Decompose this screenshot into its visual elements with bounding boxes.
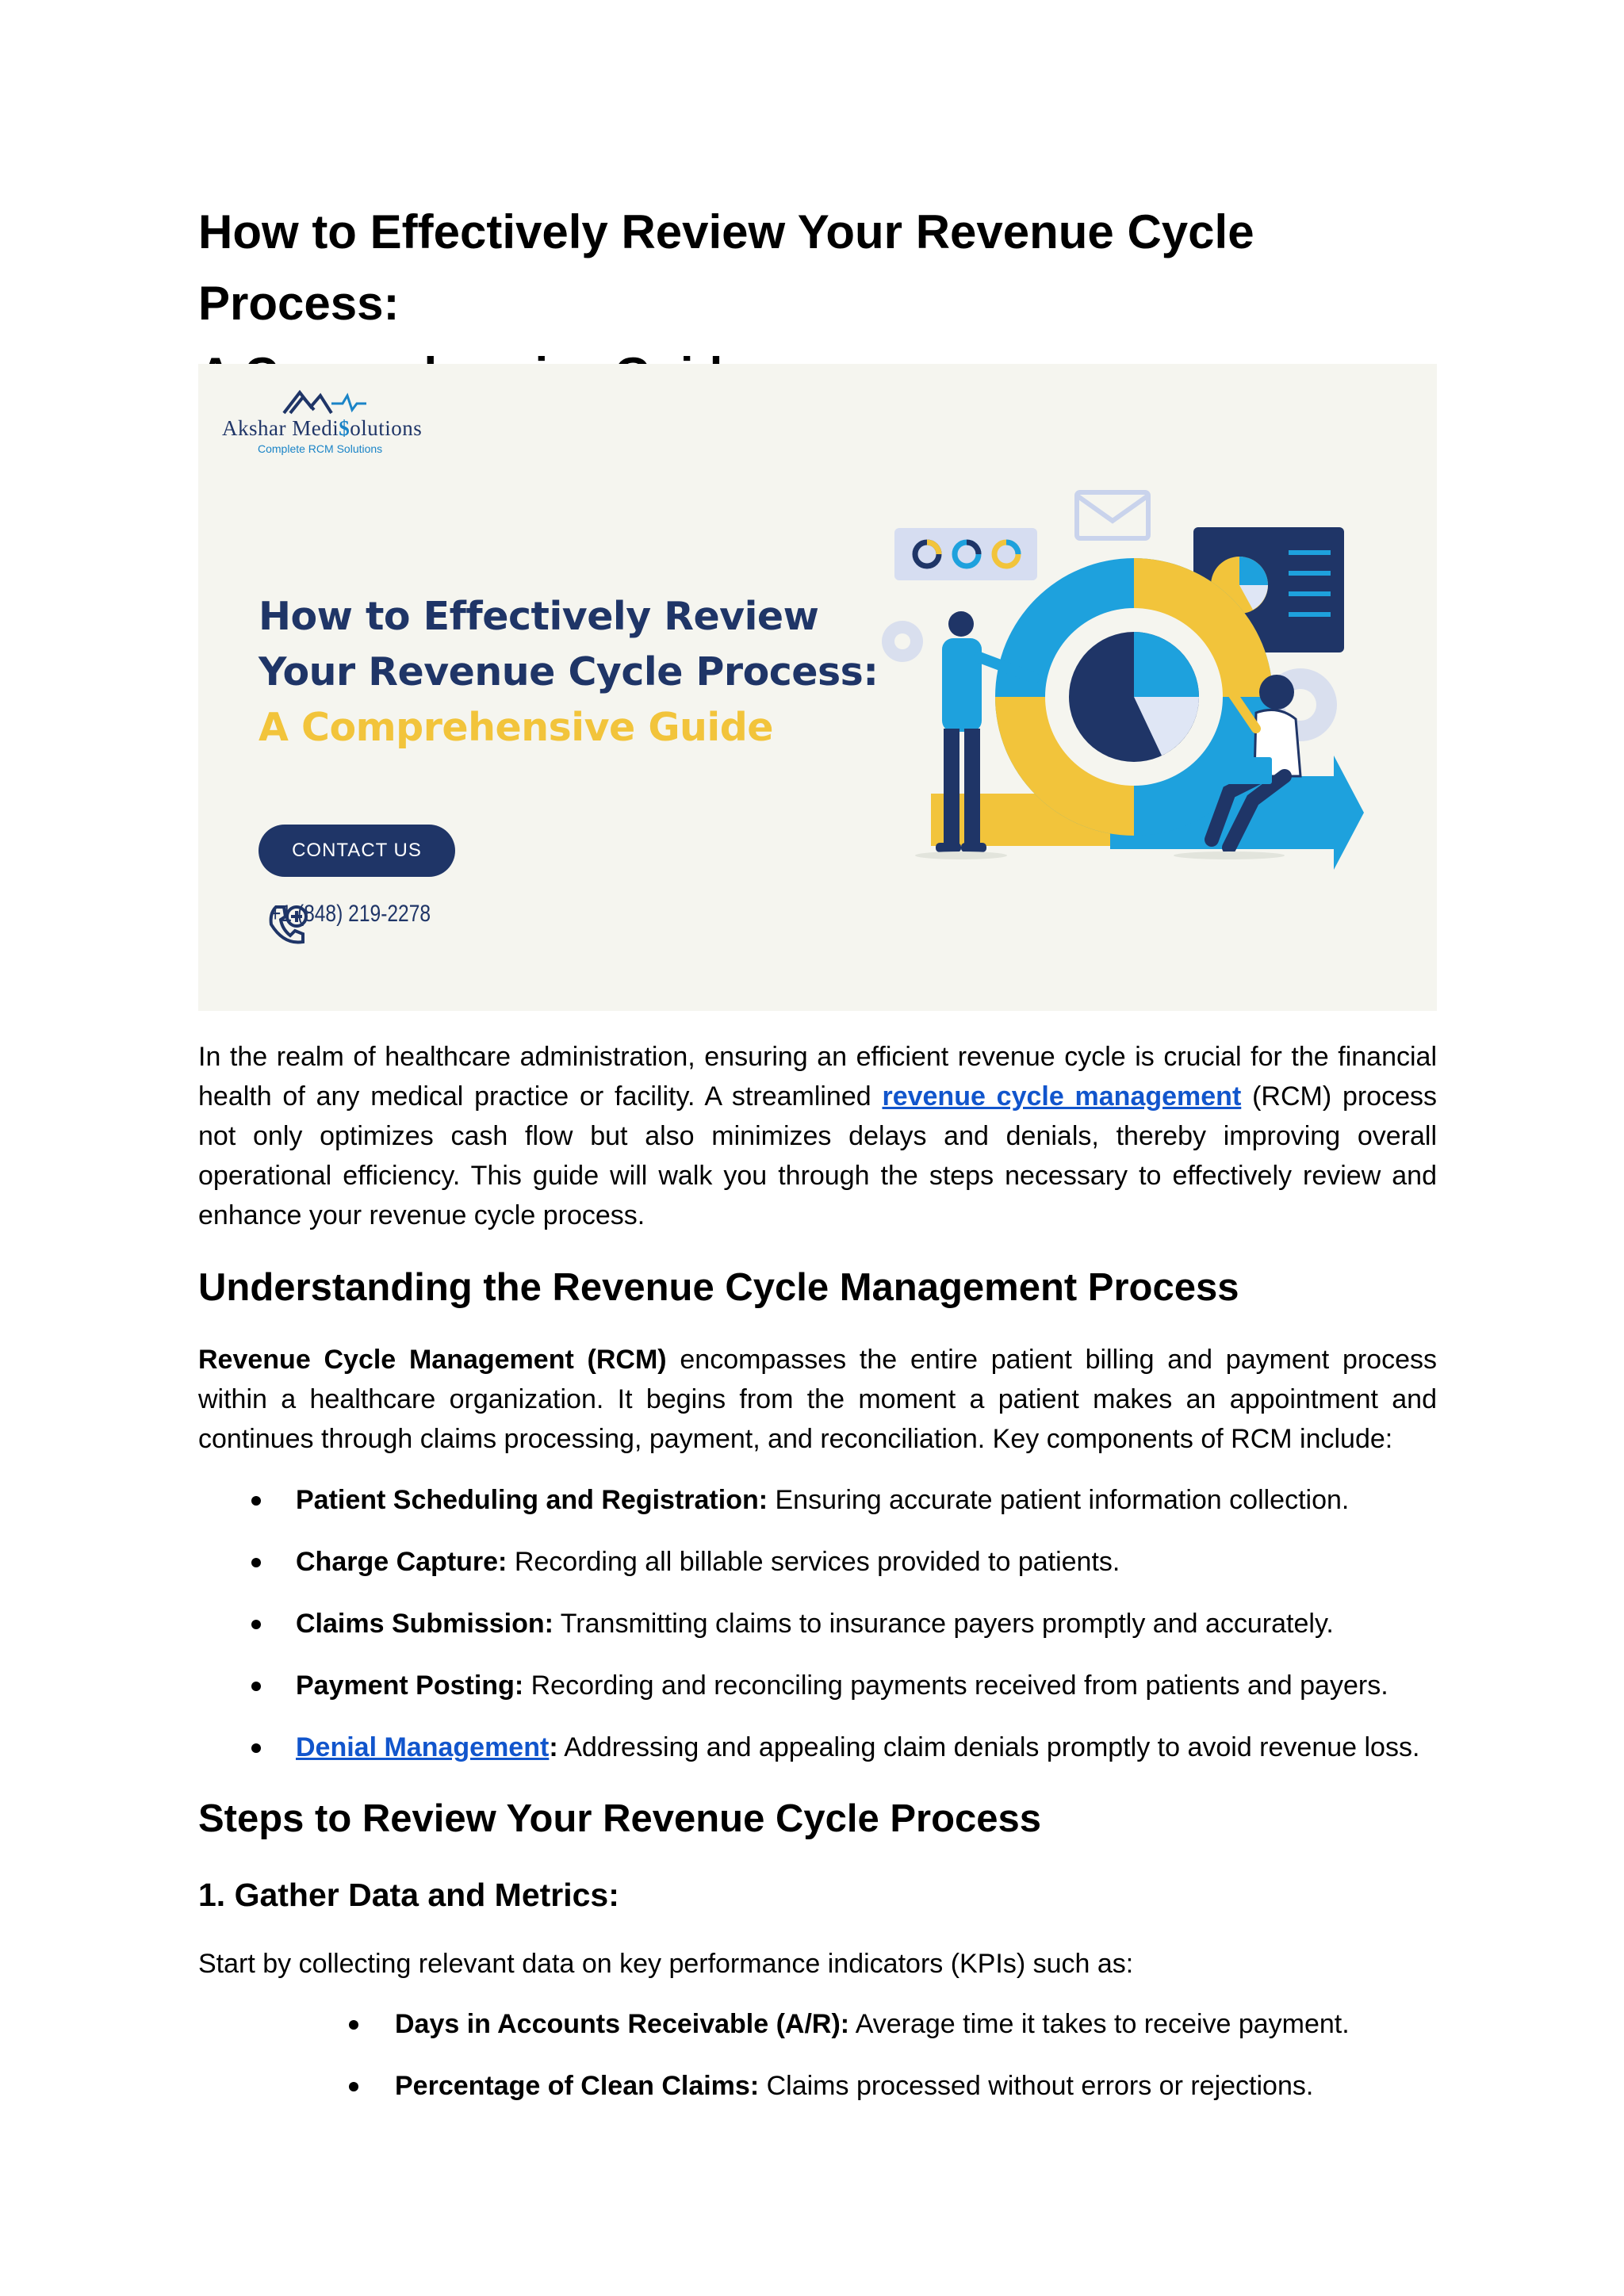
intro-paragraph: In the realm of healthcare administratio… xyxy=(198,1042,1437,1230)
logo-tagline: Complete RCM Solutions xyxy=(258,442,383,455)
banner-heading-line-3: A Comprehensive Guide xyxy=(259,705,774,750)
title-line-1: How to Effectively Review Your Revenue C… xyxy=(198,205,1254,330)
company-logo: Akshar Medi$olutions Complete RCM Soluti… xyxy=(222,416,422,455)
list-item: Percentage of Clean Claims: Claims proce… xyxy=(198,2066,1437,2128)
section-heading-understanding: Understanding the Revenue Cycle Manageme… xyxy=(198,1266,1239,1309)
banner-heading: How to Effectively Review Your Revenue C… xyxy=(259,589,879,756)
phone-number: +1 (848) 219-2278 xyxy=(270,901,431,927)
list-item: Charge Capture: Recording all billable s… xyxy=(198,1542,1437,1604)
logo-name: Akshar Medi$olutions xyxy=(222,416,423,440)
banner-heading-line-2: Your Revenue Cycle Process: xyxy=(259,649,879,695)
banner-heading-line-1: How to Effectively Review xyxy=(259,594,819,639)
envelope-icon xyxy=(1074,490,1151,541)
man-figure xyxy=(936,611,1040,852)
kpi-list: Days in Accounts Receivable (A/R): Avera… xyxy=(198,2004,1437,2128)
list-item: Days in Accounts Receivable (A/R): Avera… xyxy=(198,2004,1437,2066)
step-1-intro: Start by collecting relevant data on key… xyxy=(198,1949,1134,1979)
phone-contact[interactable]: +1 (848) 219-2278 xyxy=(265,901,466,944)
donut-chart-graphic xyxy=(995,558,1273,836)
hero-banner-image: Akshar Medi$olutions Complete RCM Soluti… xyxy=(198,364,1437,1011)
list-item: Patient Scheduling and Registration: Ens… xyxy=(198,1480,1437,1542)
logo-mark-icon xyxy=(282,389,366,415)
revenue-cycle-management-link[interactable]: revenue cycle management xyxy=(882,1081,1242,1112)
list-item: Claims Submission: Transmitting claims t… xyxy=(198,1604,1437,1666)
contact-us-button[interactable]: CONTACT US xyxy=(259,825,455,877)
step-1-heading: 1. Gather Data and Metrics: xyxy=(198,1877,619,1913)
section-heading-steps: Steps to Review Your Revenue Cycle Proce… xyxy=(198,1797,1042,1840)
woman-figure xyxy=(1205,675,1302,855)
phone-icon xyxy=(269,905,308,944)
list-item: Payment Posting: Recording and reconcili… xyxy=(198,1666,1437,1728)
denial-management-link[interactable]: Denial Management xyxy=(296,1732,550,1762)
banner-illustration xyxy=(282,389,1364,870)
list-item: Denial Management: Addressing and appeal… xyxy=(198,1728,1437,1789)
rcm-components-list: Patient Scheduling and Registration: Ens… xyxy=(198,1480,1437,1789)
progress-rings-card xyxy=(894,528,1037,580)
rcm-paragraph: Revenue Cycle Management (RCM) encompass… xyxy=(198,1345,1437,1454)
